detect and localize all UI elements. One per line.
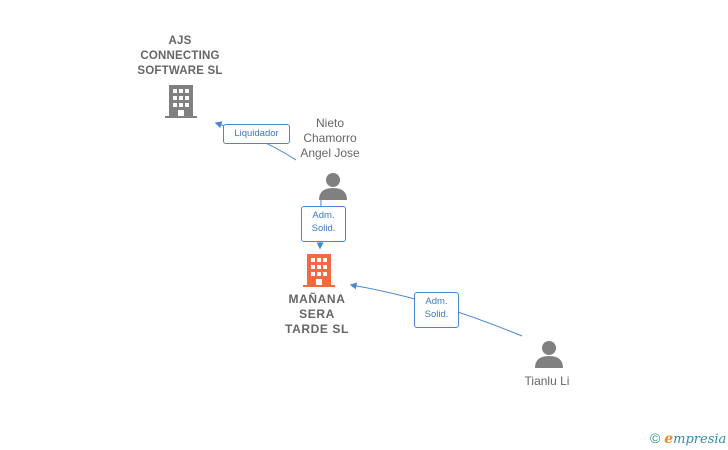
- building-icon[interactable]: [165, 84, 197, 118]
- copyright-icon: ©: [650, 430, 661, 446]
- edge-label-adm-tianlu[interactable]: Adm. Solid.: [414, 292, 459, 328]
- brand-logo-text: mpresia: [673, 432, 727, 447]
- edge-label-adm-nieto[interactable]: Adm. Solid.: [301, 206, 346, 242]
- edge-label-liquidador[interactable]: Liquidador: [223, 124, 290, 144]
- brand-logo-e: e: [664, 431, 674, 447]
- node-label-nieto[interactable]: Nieto Chamorro Angel Jose: [300, 116, 360, 160]
- person-icon[interactable]: [534, 340, 564, 368]
- node-label-tianlu[interactable]: Tianlu Li: [524, 374, 570, 388]
- person-icon[interactable]: [318, 172, 348, 200]
- brand-footer: © empresia: [650, 430, 726, 447]
- building-icon-main[interactable]: [303, 253, 335, 287]
- node-label-ajs[interactable]: AJS CONNECTING SOFTWARE SL: [137, 35, 223, 77]
- node-label-manana[interactable]: MAÑANA SERA TARDE SL: [285, 292, 349, 336]
